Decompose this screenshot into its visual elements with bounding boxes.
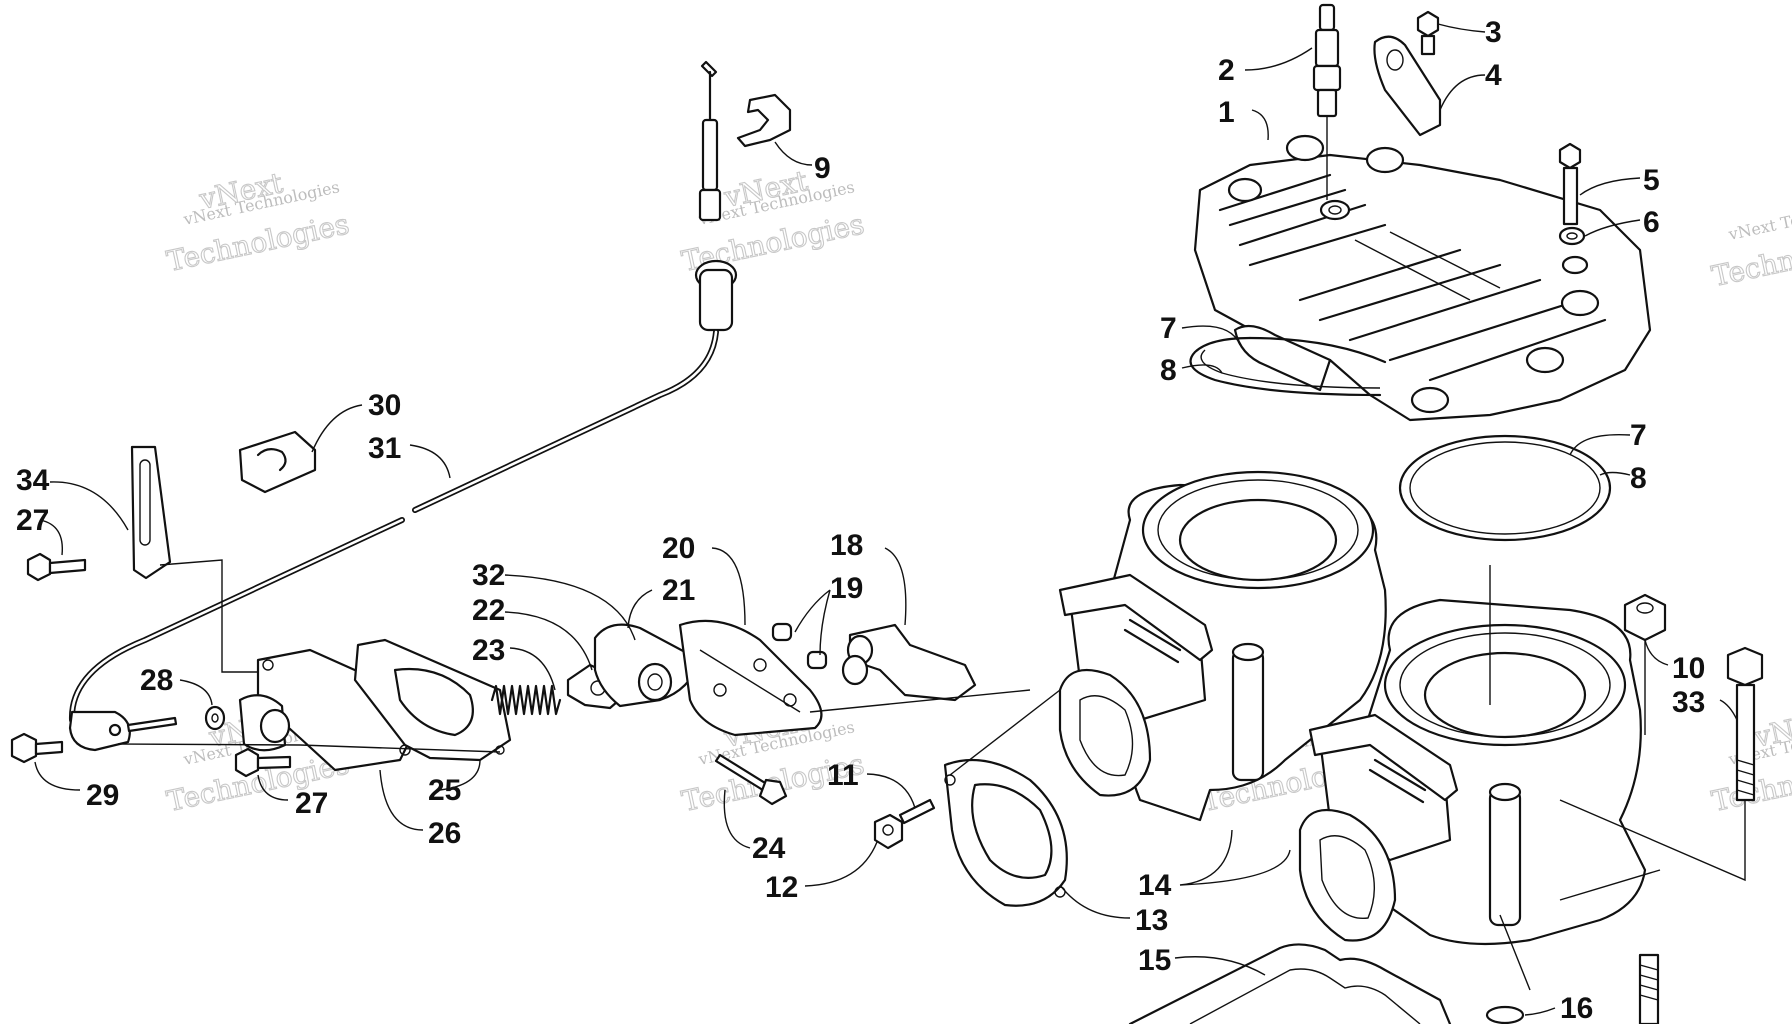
- o-ring-part-7-8-upper: [1189, 336, 1387, 397]
- callout-24: 24: [752, 832, 786, 865]
- callout-15: 15: [1138, 944, 1171, 977]
- washer-part-28: [204, 705, 226, 731]
- cylinder-head-part-1: [1193, 134, 1652, 422]
- bolt-part-33: [1726, 646, 1764, 802]
- callout-23: 23: [472, 634, 505, 667]
- callout-25: 25: [428, 774, 461, 807]
- callout-4: 4: [1485, 59, 1502, 92]
- cylinder-part-14-front: [1298, 598, 1661, 991]
- valve-housing-part-20: [678, 619, 823, 737]
- callout-26: 26: [428, 817, 461, 850]
- bracket-part-34: [130, 445, 172, 580]
- washer-part-6: [1558, 226, 1586, 246]
- leader-lines: [34, 23, 1746, 1016]
- lever-part-21: [593, 623, 702, 708]
- callout-8: 8: [1160, 354, 1177, 387]
- callout-21: 21: [662, 574, 695, 607]
- bolt-part-3: [1416, 10, 1440, 56]
- callout-33: 33: [1672, 686, 1705, 719]
- callout-5: 5: [1643, 164, 1660, 197]
- callout-1: 1: [1218, 96, 1235, 129]
- callout-13: 13: [1135, 904, 1168, 937]
- gasket-part-13: [943, 758, 1068, 907]
- callout-31: 31: [368, 432, 401, 465]
- stud-part-16: [1485, 953, 1660, 1024]
- pin-part-19: [771, 622, 828, 670]
- callout-3: 3: [1485, 16, 1502, 49]
- callout-27: 27: [16, 504, 49, 537]
- callout-7: 7: [1160, 312, 1177, 345]
- stud-part-11: [898, 798, 936, 825]
- callout-14: 14: [1138, 869, 1172, 902]
- bolt-part-5: [1558, 142, 1582, 226]
- callout-16: 16: [1560, 992, 1593, 1024]
- callout-8: 8: [1630, 462, 1647, 495]
- bolt-part-29: [10, 732, 64, 764]
- o-ring-part-7-8-lower: [1398, 434, 1612, 542]
- callout-29: 29: [86, 779, 119, 812]
- cable-clip-part-9: [736, 93, 792, 148]
- gasket-part-15: [1128, 943, 1452, 1024]
- callout-34: 34: [16, 464, 50, 497]
- nut-part-10: [1623, 593, 1667, 642]
- valve-part-18: [841, 623, 977, 702]
- callout-10: 10: [1672, 652, 1705, 685]
- callout-6: 6: [1643, 206, 1660, 239]
- watermark-text: vNext: [1750, 704, 1792, 754]
- callout-32: 32: [472, 559, 505, 592]
- callout-12: 12: [765, 871, 798, 904]
- spark-plug-part-2: [1312, 3, 1342, 200]
- gasket-part-25: [353, 638, 512, 762]
- callout-7: 7: [1630, 419, 1647, 452]
- bolt-part-27-lower: [234, 747, 292, 778]
- block-part-30: [238, 430, 317, 494]
- bolt-part-27-upper: [26, 552, 87, 582]
- callout-labels: 1 2 3 4 5 6 7 8 7 8 9 10 11 12 13 14 15 …: [16, 16, 1705, 1024]
- throttle-cable: [68, 60, 738, 752]
- callout-27: 27: [295, 787, 328, 820]
- bracket-part-4: [1373, 35, 1442, 137]
- pin-part: [126, 716, 178, 733]
- callout-28: 28: [140, 664, 173, 697]
- callout-11: 11: [827, 759, 859, 792]
- nut-part-12: [873, 813, 904, 850]
- watermark-text: vNext Technologies: [1726, 192, 1792, 244]
- callout-9: 9: [814, 152, 831, 185]
- callout-30: 30: [368, 389, 401, 422]
- callout-18: 18: [830, 529, 863, 562]
- callout-19: 19: [830, 572, 863, 605]
- screw-part-24: [714, 753, 788, 806]
- callout-2: 2: [1218, 54, 1235, 87]
- callout-20: 20: [662, 532, 695, 565]
- callout-22: 22: [472, 594, 505, 627]
- spring-part-23: [490, 684, 562, 716]
